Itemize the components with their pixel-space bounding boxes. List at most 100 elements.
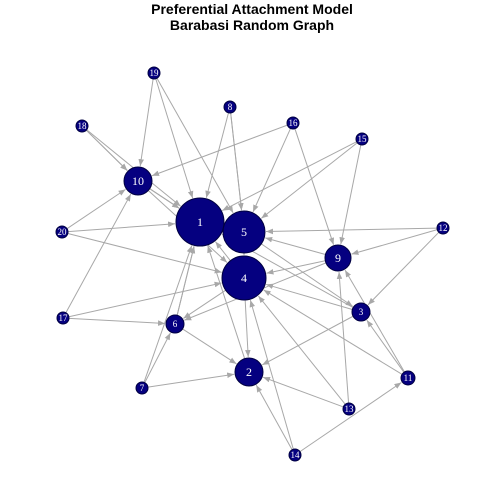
node-11: 11 <box>400 370 416 386</box>
node-label-18: 18 <box>78 121 88 131</box>
edge-13-to-4 <box>257 295 346 405</box>
edge-16-to-9 <box>294 128 335 245</box>
node-12: 12 <box>436 221 450 235</box>
node-19: 19 <box>147 66 161 80</box>
node-label-19: 19 <box>150 68 160 78</box>
edge-20-to-1 <box>67 221 176 233</box>
edge-7-to-6 <box>144 332 171 383</box>
edge-15-to-5 <box>260 142 358 219</box>
node-label-2: 2 <box>246 365 252 379</box>
edge-4-to-1 <box>215 241 231 262</box>
node-label-16: 16 <box>289 118 299 128</box>
node-15: 15 <box>355 132 369 146</box>
node-circle-17 <box>56 311 70 325</box>
node-label-7: 7 <box>140 383 145 393</box>
node-18: 18 <box>75 119 89 133</box>
chart-title-line1: Preferential Attachment Model <box>151 1 353 17</box>
edge-19-to-5 <box>156 77 234 214</box>
node-circle-1 <box>175 197 225 247</box>
edge-5-to-3 <box>261 243 354 307</box>
edge-11-to-3 <box>366 319 405 373</box>
edge-12-to-9 <box>351 229 438 255</box>
node-circle-11 <box>400 370 416 386</box>
node-circle-6 <box>165 314 185 334</box>
node-label-4: 4 <box>241 271 247 285</box>
edge-19-to-10 <box>138 78 154 167</box>
edge-12-to-3 <box>367 231 440 306</box>
node-circle-10 <box>123 166 153 196</box>
node-circle-5 <box>222 210 266 254</box>
edge-18-to-10 <box>85 129 128 171</box>
edge-11-to-9 <box>344 269 405 373</box>
node-label-11: 11 <box>404 373 413 383</box>
edge-16-to-10 <box>151 124 288 177</box>
edge-14-to-2 <box>255 384 293 450</box>
node-label-5: 5 <box>241 225 247 239</box>
node-circle-9 <box>324 244 352 272</box>
node-label-20: 20 <box>58 227 68 237</box>
edge-3-to-2 <box>261 315 354 366</box>
edge-17-to-4 <box>68 281 222 318</box>
node-circle-8 <box>223 100 237 114</box>
node-10: 10 <box>123 166 153 196</box>
edge-2-to-1 <box>207 245 246 359</box>
edge-17-to-10 <box>65 193 132 313</box>
node-13: 13 <box>342 402 356 416</box>
node-circle-4 <box>221 255 267 301</box>
edge-15-to-1 <box>222 141 357 212</box>
edge-13-to-2 <box>262 376 344 408</box>
node-7: 7 <box>135 381 149 395</box>
chart-title-line2: Barabasi Random Graph <box>169 17 335 33</box>
edge-11-to-4 <box>263 289 403 375</box>
node-label-1: 1 <box>197 215 203 229</box>
node-label-13: 13 <box>345 404 355 414</box>
edge-7-to-2 <box>147 372 235 388</box>
edge-10-to-1 <box>149 188 180 209</box>
node-1: 1 <box>175 197 225 247</box>
node-label-6: 6 <box>173 319 178 329</box>
node-3: 3 <box>351 302 371 322</box>
node-9: 9 <box>324 244 352 272</box>
edge-12-to-5 <box>265 227 438 235</box>
node-circle-12 <box>436 221 450 235</box>
node-circle-3 <box>351 302 371 322</box>
edge-16-to-5 <box>252 128 291 213</box>
node-label-14: 14 <box>291 450 301 460</box>
node-8: 8 <box>223 100 237 114</box>
node-circle-14 <box>288 448 302 462</box>
node-5: 5 <box>222 210 266 254</box>
node-6: 6 <box>165 314 185 334</box>
node-14: 14 <box>288 448 302 462</box>
edge-20-to-4 <box>67 232 222 274</box>
node-label-10: 10 <box>132 174 144 188</box>
node-label-3: 3 <box>359 307 364 317</box>
edge-4-to-2 <box>244 299 251 358</box>
node-label-17: 17 <box>59 313 69 323</box>
edge-9-to-5 <box>265 237 326 256</box>
node-circle-7 <box>135 381 149 395</box>
edges <box>65 77 440 453</box>
edge-15-to-9 <box>339 144 362 245</box>
edge-8-to-1 <box>205 112 229 198</box>
node-circle-19 <box>147 66 161 80</box>
node-2: 2 <box>234 357 264 387</box>
edge-17-to-6 <box>68 317 166 326</box>
node-circle-16 <box>286 116 300 130</box>
node-17: 17 <box>56 311 70 325</box>
edge-19-to-1 <box>155 78 194 199</box>
node-circle-13 <box>342 402 356 416</box>
node-circle-2 <box>234 357 264 387</box>
edge-14-to-11 <box>299 382 402 453</box>
node-label-12: 12 <box>439 223 448 233</box>
node-label-9: 9 <box>335 251 341 265</box>
edge-6-to-1 <box>176 246 196 316</box>
edge-6-to-2 <box>182 328 237 365</box>
node-circle-20 <box>55 225 69 239</box>
edge-3-to-4 <box>265 283 353 310</box>
edge-4-to-6 <box>183 289 226 319</box>
node-16: 16 <box>286 116 300 130</box>
node-circle-15 <box>355 132 369 146</box>
node-4: 4 <box>221 255 267 301</box>
edge-13-to-9 <box>336 271 350 404</box>
